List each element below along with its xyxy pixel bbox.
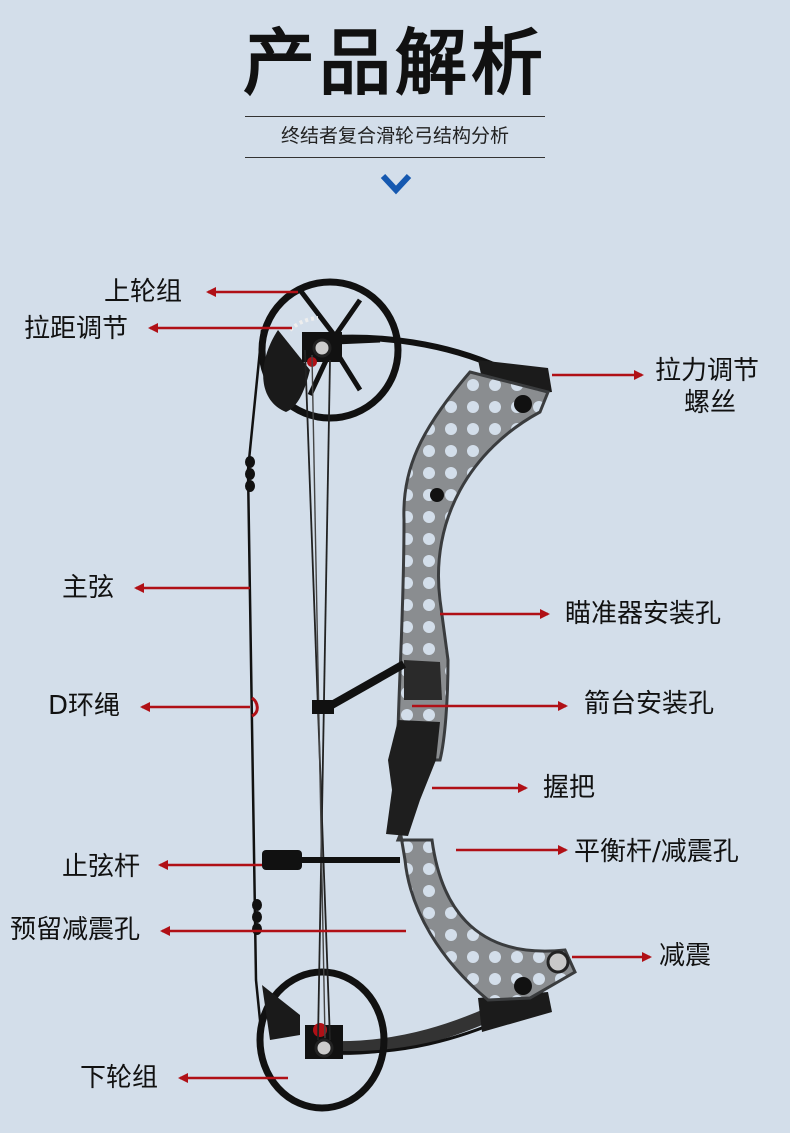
chevron-down-icon <box>380 173 412 195</box>
label-draw-weight-bolt-2: 螺丝 <box>684 388 737 418</box>
label-upper-cam: 上轮组 <box>104 277 183 307</box>
upper-cam <box>258 278 402 422</box>
page-subtitle: 终结者复合滑轮弓结构分析 <box>280 125 509 147</box>
label-stabilizer-hole: 平衡杆/减震孔 <box>574 837 739 867</box>
d-loop <box>251 696 259 718</box>
bowstring <box>246 329 264 1041</box>
page-title: 产品解析 <box>242 21 547 105</box>
label-bowstring: 主弦 <box>62 573 115 603</box>
label-d-loop: D环绳 <box>48 691 121 721</box>
label-string-stop: 止弦杆 <box>62 852 141 882</box>
subtitle-frame <box>245 116 545 158</box>
label-lower-cam: 下轮组 <box>80 1063 159 1093</box>
cable-guard <box>328 660 406 710</box>
lower-limb-pocket <box>478 992 552 1032</box>
grip <box>386 720 440 836</box>
label-arrow-rest-mount: 箭台安装孔 <box>584 689 715 719</box>
riser <box>393 370 577 1002</box>
label-sight-mount: 瞄准器安装孔 <box>565 599 722 629</box>
label-draw-length-adjust: 拉距调节 <box>24 314 129 344</box>
label-reserved-damper-hole: 预留减震孔 <box>10 915 141 945</box>
label-draw-weight-bolt-1: 拉力调节 <box>655 356 760 386</box>
lower-cam <box>256 968 388 1112</box>
label-limb-damper: 减震 <box>659 941 712 971</box>
label-grip: 握把 <box>543 773 596 803</box>
